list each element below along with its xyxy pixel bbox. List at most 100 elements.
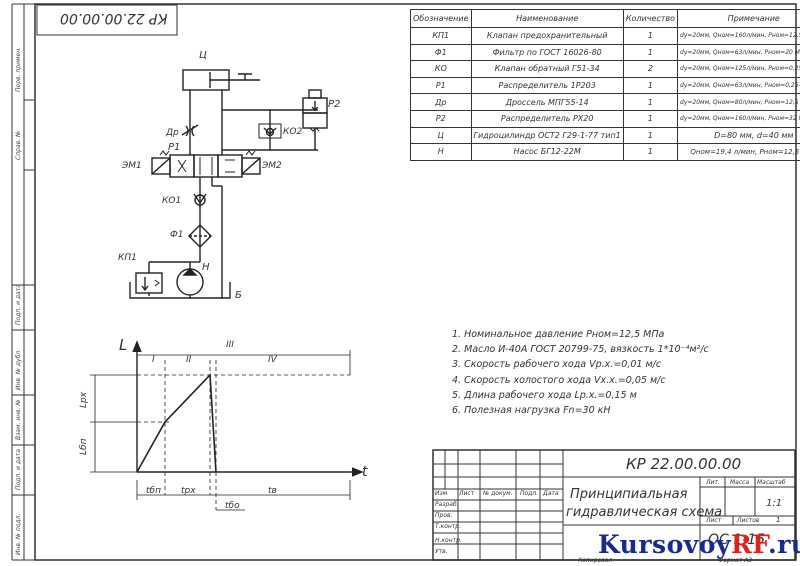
spec-table: Обозначение Наименование Количество Прим…: [410, 9, 800, 161]
label-ko1: КО1: [162, 196, 182, 206]
side-label-podp2: Подп. и дата: [15, 449, 22, 490]
watermark-logo: KursovoyRF.ru: [598, 530, 800, 559]
cell-name: Распределитель 1Р203: [470, 76, 624, 95]
label-throttle: Др: [166, 128, 179, 138]
tb-format: Формат А3: [718, 557, 753, 564]
axis-label-l: L: [119, 336, 128, 354]
cell-note: dy=20мм, Qном=63л/мин, Рном=20 МПа: [677, 43, 800, 62]
cell-qty: 1: [622, 126, 679, 145]
cell-name: Гидроцилиндр ОСТ2 Г29-1-77 тип1: [470, 126, 624, 145]
note-item: 2. Масло И-40А ГОСТ 20799-75, вязкость 1…: [452, 344, 709, 356]
col-note: Примечание: [677, 9, 800, 28]
label-kp1: КП1: [118, 253, 137, 263]
cell-designation: Ц: [410, 126, 472, 145]
col-qty: Количество: [622, 9, 679, 28]
tb-scale-value: 1:1: [766, 498, 783, 509]
cell-designation: Др: [410, 93, 472, 111]
side-label-inv-dubl: Инв. № дубл.: [15, 348, 22, 390]
tb-row-prov: Пров.: [435, 512, 453, 519]
col-name: Наименование: [470, 9, 624, 28]
cell-note: dy=20мм, Qном=80л/мин, Рном=12,5 МПа: [677, 93, 800, 111]
label-ko2: КО2: [283, 127, 303, 137]
label-f1: Ф1: [170, 230, 184, 240]
tb-sheet-label: Лист: [706, 517, 722, 524]
cell-name: Насос БГ12-22М: [470, 143, 624, 161]
side-label-perv-primen: Перв. примен.: [15, 46, 22, 92]
cell-qty: 1: [622, 109, 679, 128]
tb-col-izm: Изм: [435, 490, 448, 497]
phase-3: III: [226, 340, 234, 350]
cell-note: dy=20мм, Qном=160л/мин, Рном=12,5 МПа: [677, 27, 800, 45]
cell-designation: Н: [410, 143, 472, 161]
tb-mass-label: Масса: [730, 479, 750, 486]
cell-qty: 1: [622, 27, 679, 45]
title-line-2: гидравлическая схема: [566, 505, 723, 520]
watermark-part1: Kursovoy: [598, 530, 732, 559]
spec-header-row: Обозначение Наименование Количество Прим…: [410, 9, 800, 28]
tb-row-utv: Утв.: [435, 548, 448, 555]
length-label-lbp: Lбп: [79, 438, 89, 455]
solenoid-em1: [151, 157, 171, 175]
cell-qty: 1: [622, 143, 679, 161]
cell-note: dy=20мм, Qном=125л/мин, Рном=0,25-20 МПа: [677, 60, 800, 78]
cell-name: Фильтр по ГОСТ 16026-80: [470, 43, 624, 62]
technical-notes: 1. Номинальное давление Pном=12,5 МПа 2.…: [452, 327, 709, 418]
relief-valve-kp1: [135, 272, 163, 294]
tb-row-nkontr: Н.контр.: [435, 537, 462, 544]
note-item: 5. Длина рабочего хода Lр.х.=0,15 м: [452, 389, 637, 401]
cell-note: dy=20мм, Qном=63л/мин, Рном=0,25-20 МПа: [677, 76, 800, 95]
watermark-part2: RF: [731, 530, 769, 559]
tb-sheets-label: Листов: [737, 517, 760, 524]
cell-qty: 1: [622, 76, 679, 95]
tb-sheets-value: 1: [776, 516, 781, 524]
tb-lit-label: Лит.: [706, 479, 720, 486]
cell-qty: 1: [622, 93, 679, 111]
note-item: 3. Скорость рабочего хода Vр.х.=0,01 м/с: [452, 359, 662, 371]
hydraulic-scheme: [129, 69, 328, 299]
tb-col-list: Лист: [459, 490, 475, 497]
length-label-lrx: Lрх: [79, 391, 89, 408]
label-p2: Р2: [328, 99, 341, 110]
title-block-code: КР 22.00.00.00: [626, 455, 742, 473]
cell-name: Дроссель МПГ55-14: [470, 93, 624, 111]
cell-designation: Ф1: [410, 43, 472, 62]
tb-col-sign: Подп.: [520, 490, 539, 497]
cell-name: Клапан обратный Г51-34: [470, 60, 624, 78]
cell-name: Клапан предохранительный: [470, 27, 624, 45]
tb-kopiroval: Копировал: [578, 557, 613, 564]
check-valve-ko2: [258, 123, 282, 139]
cell-designation: Р1: [410, 76, 472, 95]
axis-label-t: t: [362, 464, 368, 480]
tb-col-doc: № докум.: [483, 490, 513, 497]
side-label-inv-podl: Инв. № подл.: [15, 513, 22, 555]
cyclogram: [90, 340, 364, 511]
stamp-code-top: КР 22.00.00.00: [60, 10, 168, 26]
cell-designation: Р2: [410, 109, 472, 128]
note-item: 1. Номинальное давление Pном=12,5 МПа: [452, 329, 665, 340]
phase-1: I: [152, 355, 155, 365]
side-label-vzam: Взам. инв. №: [15, 399, 22, 440]
time-label-trx: tрх: [181, 486, 196, 496]
tb-scale-label: Масштаб: [757, 479, 786, 486]
tb-col-date: Дата: [543, 490, 559, 497]
filter-f1: [188, 224, 212, 248]
label-cylinder: Ц: [199, 50, 207, 61]
time-label-tbp: tбп: [146, 486, 161, 496]
cell-note: D=80 мм, d=40 мм: [677, 126, 800, 145]
check-valve-ko1: [194, 194, 206, 206]
tb-org: ОС 1-15: [708, 532, 766, 548]
watermark-part3: .ru: [768, 530, 800, 559]
col-designation: Обозначение: [410, 9, 472, 28]
note-item: 6. Полезная нагрузка Fn=30 кН: [452, 405, 611, 417]
time-label-tbo: tбо: [225, 501, 240, 511]
title-block-grid: [432, 449, 796, 561]
